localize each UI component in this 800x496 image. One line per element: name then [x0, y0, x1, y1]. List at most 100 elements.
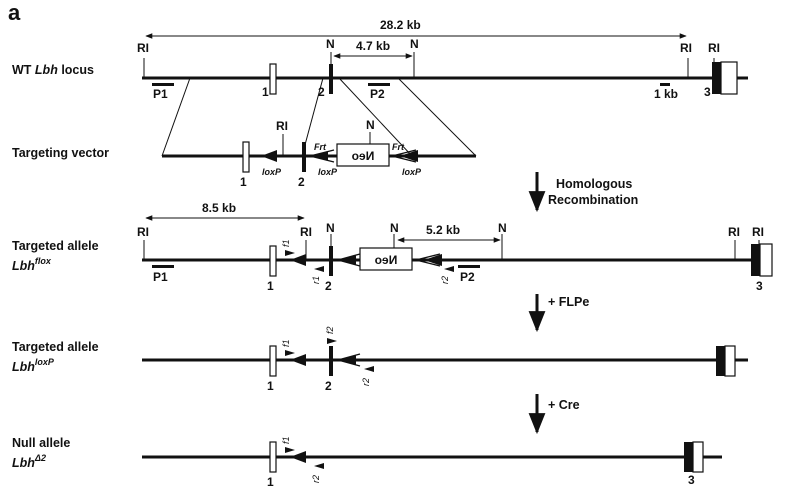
flox-loxp-2 [340, 255, 356, 265]
vector-exon-2 [302, 142, 306, 172]
wt-scale-bar [660, 83, 670, 86]
loxp-exon-1 [269, 345, 277, 377]
wt-locus-label: WT Lbh locus [12, 63, 94, 77]
panel-letter: a [8, 0, 21, 25]
flox-n-3: N [498, 221, 507, 235]
loxp-exon-3-coding [716, 346, 725, 376]
null-exon-3-utr [692, 441, 704, 473]
loxp-loxp-2 [340, 355, 356, 365]
flox-exon-1-label: 1 [267, 279, 274, 293]
wt-ri-3: RI [708, 41, 720, 55]
wt-probe-p2 [368, 83, 390, 86]
vector-loxp-1-label: loxP [262, 167, 282, 177]
loxp-exon-2 [329, 346, 333, 376]
flox-ri-3: RI [728, 225, 740, 239]
flox-ri-2: RI [300, 225, 312, 239]
flox-primer-r1-label: r1 [311, 276, 321, 284]
wt-exon-3-coding [712, 62, 721, 94]
loxp-primer-r2 [364, 366, 374, 372]
flox-85kb-label: 8.5 kb [202, 201, 236, 215]
wt-exon-2 [329, 64, 333, 94]
flox-frt-1 [337, 253, 361, 267]
flox-ri-4: RI [752, 225, 764, 239]
wt-47kb-label: 4.7 kb [356, 39, 390, 53]
flox-exon-1 [269, 245, 277, 277]
flox-loxp-3 [424, 254, 442, 266]
flox-probe-p1 [152, 265, 174, 268]
wt-ri-1: RI [137, 41, 149, 55]
flox-exon-3-label: 3 [756, 279, 763, 293]
loxp-primer-f1-label: f1 [281, 339, 291, 347]
flox-primer-r2-label: r2 [440, 276, 450, 284]
vector-n: N [366, 118, 375, 132]
vector-loxp-3 [400, 150, 418, 162]
flox-neo-box [359, 247, 413, 271]
flox-frt-2 [415, 253, 441, 267]
flox-ri-1: RI [137, 225, 149, 239]
vector-frt-1-label: Frt [314, 142, 327, 152]
vector-ri: RI [276, 119, 288, 133]
flox-primer-f1-label: f1 [281, 239, 291, 247]
step-cre: + Cre [548, 398, 580, 412]
loxp-primer-f2-label: f2 [325, 326, 335, 334]
wt-exon-2-label: 2 [318, 85, 325, 99]
wt-exon-1 [269, 63, 277, 95]
null-primer-f1-label: f1 [281, 436, 291, 444]
null-loxp [290, 451, 306, 463]
vector-loxp-2-label: loxP [318, 167, 338, 177]
wt-exon-3-utr [720, 61, 738, 95]
loxp-exon-2-label: 2 [325, 379, 332, 393]
wt-n-2: N [410, 37, 419, 51]
loxp-primer-r2-label: r2 [361, 378, 371, 386]
wt-exon-3-label: 3 [704, 85, 711, 99]
flox-exon-2-label: 2 [325, 279, 332, 293]
wt-scale-bar-label: 1 kb [654, 87, 678, 101]
homology-line-1 [161, 77, 191, 157]
flox-n-1: N [326, 221, 335, 235]
wt-probe-p1 [152, 83, 174, 86]
vector-loxp-1 [261, 150, 277, 162]
loxp-loxp-1 [290, 354, 306, 366]
flox-52kb-label: 5.2 kb [426, 223, 460, 237]
wt-ri-2: RI [680, 41, 692, 55]
null-exon-1 [269, 441, 277, 473]
null-primer-r2-label: r2 [311, 475, 321, 483]
homology-line-4 [397, 77, 477, 157]
step-homologous-line1: Homologous [556, 177, 632, 191]
wt-n-1: N [326, 37, 335, 51]
flox-loxp-1 [290, 254, 306, 266]
vector-frt-2-label: Frt [392, 142, 405, 152]
loxp-primer-f1 [285, 350, 295, 356]
step-flpe: + FLPe [548, 295, 589, 309]
flox-probe-p2 [458, 265, 480, 268]
vector-exon-1 [242, 141, 250, 173]
null-exon-3-label: 3 [688, 473, 695, 487]
step-homologous-line2: Recombination [548, 193, 638, 207]
loxp-frt [337, 353, 361, 367]
flox-primer-f1 [285, 250, 295, 256]
vector-exon-1-label: 1 [240, 175, 247, 189]
homology-line-3 [338, 77, 413, 157]
vector-loxp-2 [312, 151, 328, 161]
wt-probe-p2-label: P2 [370, 87, 385, 101]
vector-neo-label: Neo [352, 149, 375, 163]
flox-n-2: N [390, 221, 399, 235]
loxp-primer-f2 [327, 338, 337, 344]
null-primer-r2 [314, 463, 324, 469]
wt-probe-p1-label: P1 [153, 87, 168, 101]
vector-loxp-3-label: loxP [402, 167, 422, 177]
vector-frt-2 [391, 149, 417, 163]
flox-neo-label: Neo [375, 253, 398, 267]
flox-probe-p2-label: P2 [460, 270, 475, 284]
vector-exon-2-label: 2 [298, 175, 305, 189]
flox-probe-p1-label: P1 [153, 270, 168, 284]
wt-exon-1-label: 1 [262, 85, 269, 99]
flox-exon-2 [329, 246, 333, 276]
wt-28kb-label: 28.2 kb [380, 18, 421, 32]
null-exon-1-label: 1 [267, 475, 274, 489]
vector-neo-box [336, 143, 390, 167]
null-primer-f1 [285, 447, 295, 453]
